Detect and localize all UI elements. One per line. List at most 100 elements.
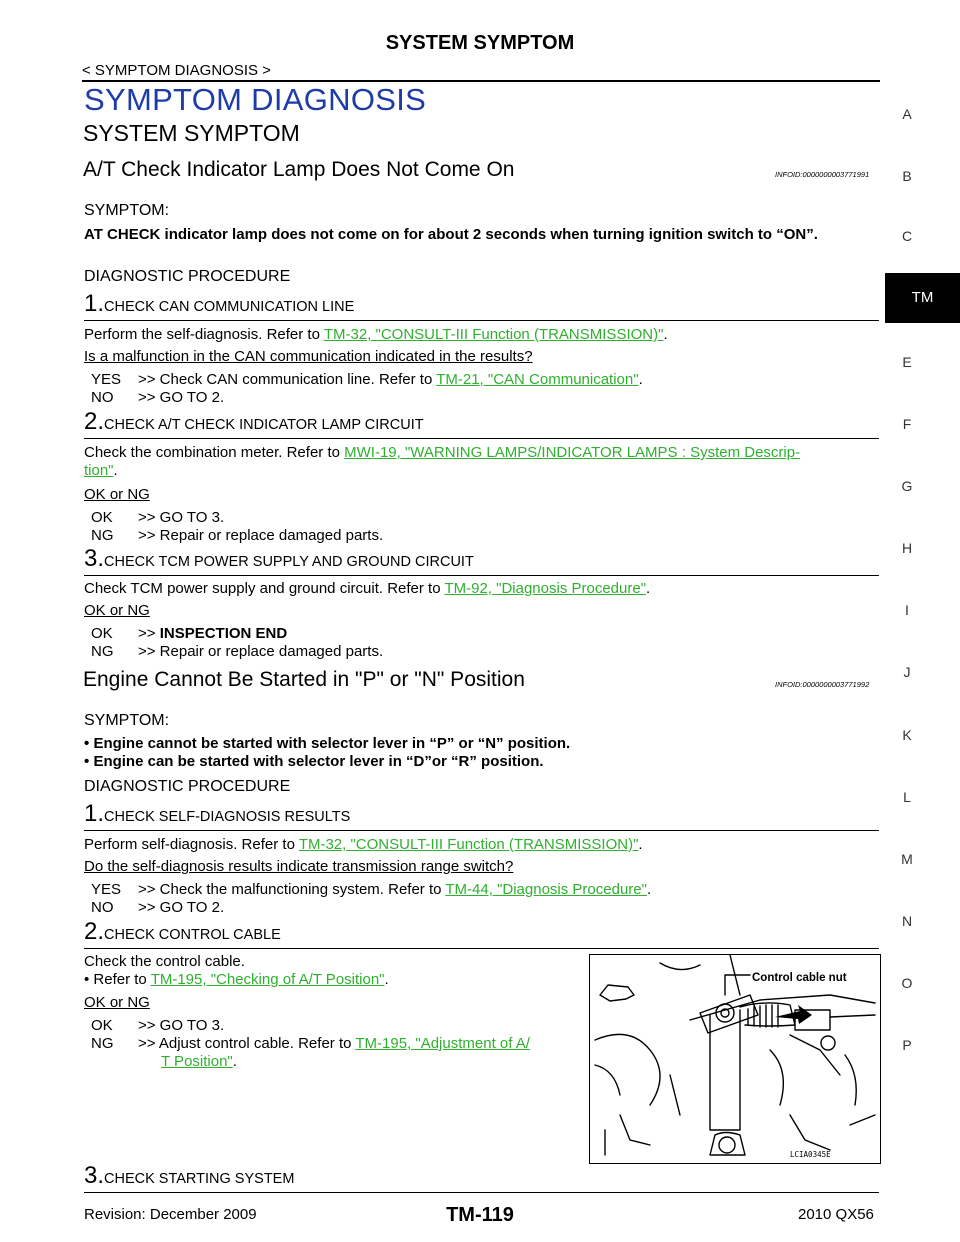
answer-key: OK — [91, 625, 113, 642]
step-body-text: Perform the self-diagnosis. Refer to — [84, 326, 324, 343]
step-question: OK or NG — [84, 602, 150, 619]
footer-revision: Revision: December 2009 — [84, 1206, 257, 1223]
answer-ng-cont: T Position". — [161, 1053, 237, 1070]
side-index-letter[interactable]: A — [902, 106, 912, 122]
reference-link[interactable]: TM-195, "Adjustment of A/ — [355, 1035, 530, 1052]
step-body: Check TCM power supply and ground circui… — [84, 580, 650, 597]
subsection-title: SYSTEM SYMPTOM — [83, 120, 300, 146]
answer-text: >> — [138, 625, 160, 642]
step-heading: 3.CHECK TCM POWER SUPPLY AND GROUND CIRC… — [84, 545, 474, 573]
reference-link[interactable]: TM-44, "Diagnosis Procedure" — [445, 881, 647, 898]
symptom-bullet-text: Engine cannot be started with selector l… — [93, 735, 571, 752]
reference-link[interactable]: TM-32, "CONSULT-III Function (TRANSMISSI… — [298, 836, 639, 853]
side-index-letter[interactable]: L — [903, 789, 911, 805]
step-body: Check the control cable. — [84, 953, 245, 970]
answer-key: NG — [91, 527, 114, 544]
step-body-text: Check TCM power supply and ground circui… — [84, 580, 445, 597]
step-body-text: . — [646, 580, 651, 597]
symptom-text: AT CHECK indicator lamp does not come on… — [84, 226, 818, 243]
side-index-letter[interactable]: K — [902, 727, 912, 743]
step-body: Perform the self-diagnosis. Refer to TM-… — [84, 326, 668, 343]
symptom-label: SYMPTOM: — [84, 202, 170, 219]
procedure-label: DIAGNOSTIC PROCEDURE — [84, 268, 291, 285]
topic-title-engine-start: Engine Cannot Be Started in "P" or "N" P… — [83, 668, 525, 691]
step-body-text: . — [663, 326, 668, 343]
side-index-letter[interactable]: J — [903, 664, 911, 680]
reference-link[interactable]: TM-21, "CAN Communication" — [436, 371, 639, 388]
side-index-letter[interactable]: G — [901, 478, 913, 494]
step-number: 3. — [84, 1162, 105, 1189]
bullet-icon: • — [84, 753, 90, 770]
step-divider — [84, 948, 879, 949]
step-heading: 1.CHECK CAN COMMUNICATION LINE — [84, 290, 354, 318]
side-index-tab-active[interactable]: TM — [885, 273, 960, 323]
symptom-bullet: • Engine cannot be started with selector… — [84, 733, 570, 754]
side-index-letter[interactable]: F — [902, 416, 912, 432]
step-number: 2. — [84, 408, 105, 435]
step-title: CHECK CAN COMMUNICATION LINE — [104, 299, 355, 315]
side-index-letter[interactable]: H — [901, 540, 913, 556]
answer-text: >> Repair or replace damaged parts. — [138, 643, 384, 660]
answer-text-bold: INSPECTION END — [159, 625, 288, 642]
side-index-letter[interactable]: E — [902, 354, 912, 370]
answer-key: OK — [91, 1017, 113, 1034]
side-index-letter[interactable]: O — [901, 975, 913, 991]
side-index-letter[interactable]: I — [905, 602, 909, 618]
footer-page-number: TM-119 — [446, 1204, 514, 1226]
step-title: CHECK SELF-DIAGNOSIS RESULTS — [104, 809, 351, 825]
header-divider — [82, 80, 880, 82]
answer-text: . — [638, 371, 643, 388]
step-body-text: Check the combination meter. Refer to — [84, 444, 345, 461]
answer-no: NO>> GO TO 2. — [91, 389, 224, 406]
answer-ok: OK>> GO TO 3. — [91, 509, 224, 526]
step-question: Do the self-diagnosis results indicate t… — [84, 858, 514, 875]
step-heading: 1.CHECK SELF-DIAGNOSIS RESULTS — [84, 800, 350, 828]
symptom-label: SYMPTOM: — [84, 712, 170, 729]
arrow-icon — [775, 1005, 812, 1024]
answer-ng: NG >> Repair or replace damaged parts. — [91, 643, 383, 660]
info-id: INFOID:0000000003771991 — [775, 170, 870, 179]
answer-text: >> Check the malfunctioning system. Refe… — [138, 881, 446, 898]
reference-link[interactable]: tion" — [84, 462, 114, 479]
answer-text: . — [232, 1053, 237, 1070]
step-divider — [84, 438, 879, 439]
answer-yes: YES>> Check the malfunctioning system. R… — [91, 881, 651, 898]
answer-ok: OK>> GO TO 3. — [91, 1017, 224, 1034]
page-header-title: SYSTEM SYMPTOM — [385, 32, 575, 54]
answer-key: NG — [91, 1035, 114, 1052]
step-divider — [84, 830, 879, 831]
step-question: OK or NG — [84, 486, 150, 503]
step-question: Is a malfunction in the CAN communicatio… — [84, 348, 533, 365]
step-title: CHECK STARTING SYSTEM — [104, 1171, 295, 1187]
answer-key: NO — [91, 899, 114, 916]
step-title: CHECK CONTROL CABLE — [104, 927, 281, 943]
reference-link[interactable]: TM-195, "Checking of A/T Position" — [150, 971, 385, 988]
answer-ok: OK >> INSPECTION END — [91, 625, 287, 642]
symptom-bullet: • Engine can be started with selector le… — [84, 751, 544, 772]
answer-key: NG — [91, 643, 114, 660]
step-number: 1. — [84, 800, 105, 827]
side-index-letter[interactable]: N — [901, 913, 913, 929]
figure-code: LCIA0345E — [790, 1150, 831, 1159]
answer-text: >> GO TO 2. — [138, 899, 225, 916]
step-number: 2. — [84, 918, 105, 945]
step-body-text: . — [384, 971, 389, 988]
info-id: INFOID:0000000003771992 — [775, 680, 870, 689]
footer-model: 2010 QX56 — [798, 1206, 874, 1223]
answer-text: >> Repair or replace damaged parts. — [138, 527, 384, 544]
step-body-text: • Refer to — [84, 971, 151, 988]
side-index-letter[interactable]: C — [901, 228, 913, 244]
reference-link[interactable]: T Position" — [161, 1053, 233, 1070]
reference-link[interactable]: MWI-19, "WARNING LAMPS/INDICATOR LAMPS :… — [344, 444, 801, 461]
section-title: SYMPTOM DIAGNOSIS — [84, 82, 427, 117]
step-divider — [84, 320, 879, 321]
symptom-bullet-text: Engine can be started with selector leve… — [93, 753, 544, 770]
side-index-letter[interactable]: P — [902, 1037, 912, 1053]
answer-yes: YES>> Check CAN communication line. Refe… — [91, 371, 643, 388]
side-index-letter[interactable]: M — [901, 851, 913, 867]
reference-link[interactable]: TM-92, "Diagnosis Procedure" — [444, 580, 647, 597]
answer-key: YES — [91, 371, 122, 388]
side-index-letter[interactable]: B — [902, 168, 912, 184]
topic-title-indicator-lamp: A/T Check Indicator Lamp Does Not Come O… — [83, 158, 515, 181]
reference-link[interactable]: TM-32, "CONSULT-III Function (TRANSMISSI… — [323, 326, 664, 343]
